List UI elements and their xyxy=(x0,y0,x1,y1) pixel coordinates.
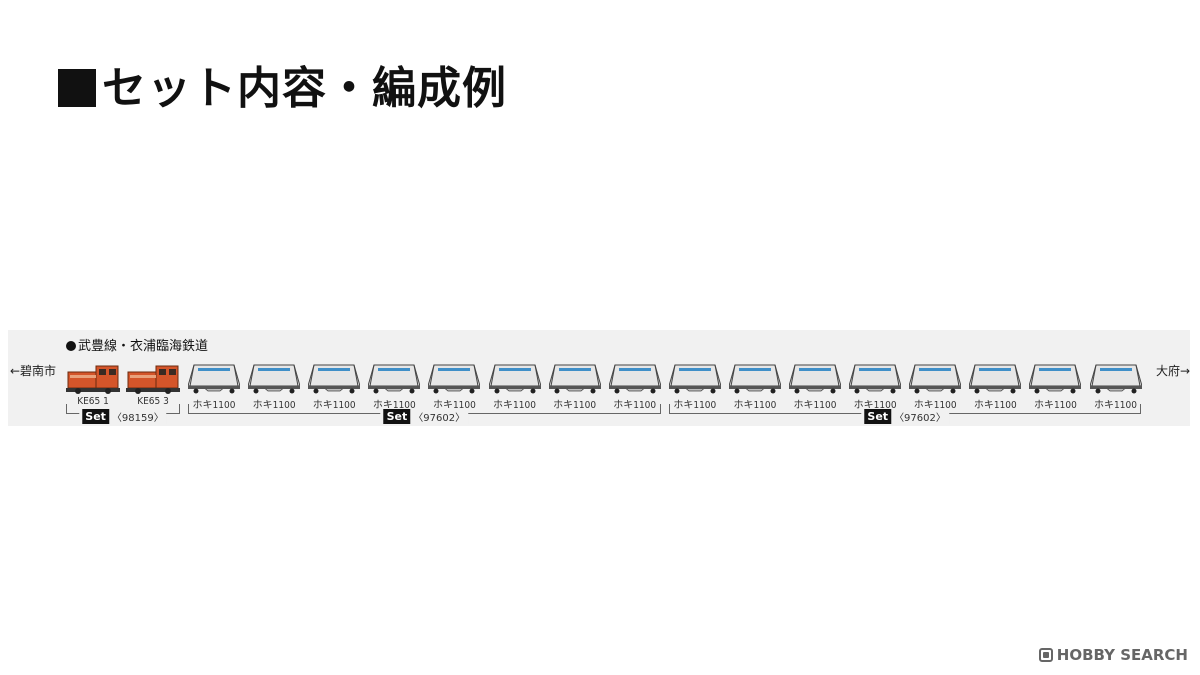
vehicle-label: ホキ1100 xyxy=(1033,400,1077,411)
hopper-car-icon xyxy=(909,360,962,394)
black-square-icon xyxy=(58,69,96,107)
hopper-car-icon xyxy=(188,360,240,394)
vehicle-label: ホキ1100 xyxy=(793,400,837,411)
hopper-car-icon xyxy=(789,360,841,394)
vehicle-label: ホキ1100 xyxy=(553,400,597,411)
vehicle-label: ホキ1100 xyxy=(432,400,476,411)
set-badge: Set xyxy=(82,408,109,424)
hopper-car-icon xyxy=(308,360,361,394)
vehicle-label: KE65 1 xyxy=(77,396,109,407)
set-label: Set〈97602〉 xyxy=(380,408,469,424)
hopper-car-icon xyxy=(849,360,902,394)
hopper-car-icon xyxy=(668,360,721,394)
hopper-car-icon xyxy=(608,360,661,394)
hopper-car-icon xyxy=(1029,360,1082,394)
watermark-text: HOBBY SEARCH xyxy=(1056,646,1188,664)
vehicle-label: ホキ1100 xyxy=(913,400,957,411)
set-product-code: 〈97602〉 xyxy=(894,412,946,424)
vehicle-label: ホキ1100 xyxy=(192,400,236,411)
vehicle-label: ホキ1100 xyxy=(973,400,1017,411)
set-label: Set〈97602〉 xyxy=(861,408,949,424)
page-title: セット内容・編成例 xyxy=(58,52,507,116)
line-name: 武豊線・衣浦臨海鉄道 xyxy=(66,335,208,354)
vehicle-label: ホキ1100 xyxy=(493,400,536,411)
locomotive-icon xyxy=(66,360,120,394)
set-label: Set〈98159〉 xyxy=(79,408,167,424)
hobby-search-logo-icon xyxy=(1038,648,1053,662)
hopper-car-icon xyxy=(248,360,301,394)
vehicle-label: ホキ1100 xyxy=(673,400,717,411)
page-title-text: セット内容・編成例 xyxy=(102,63,507,114)
bullet-icon xyxy=(66,341,76,351)
vehicle-label: ホキ1100 xyxy=(312,400,356,411)
destination-left: ←碧南市 xyxy=(10,364,57,378)
locomotive-icon xyxy=(126,360,180,394)
hopper-car-icon xyxy=(368,360,421,394)
destination-right: 大府→ xyxy=(1156,364,1191,378)
hopper-car-icon xyxy=(548,360,601,394)
vehicle-label: ホキ1100 xyxy=(372,400,416,411)
set-product-code: 〈97602〉 xyxy=(413,412,466,424)
hopper-car-icon xyxy=(1089,360,1142,394)
vehicle-label: ホキ1100 xyxy=(733,400,777,411)
vehicle-label: ホキ1100 xyxy=(853,400,897,411)
hopper-car-icon xyxy=(969,360,1022,394)
set-badge: Set xyxy=(383,408,411,424)
hopper-car-icon xyxy=(428,360,481,394)
vehicle-label: KE65 3 xyxy=(137,396,169,407)
watermark: HOBBY SEARCH xyxy=(1038,646,1188,664)
hopper-car-icon xyxy=(488,360,541,394)
line-name-text: 武豊線・衣浦臨海鉄道 xyxy=(78,339,209,354)
vehicle-label: ホキ1100 xyxy=(252,400,296,411)
hopper-car-icon xyxy=(728,360,781,394)
set-badge: Set xyxy=(864,408,892,424)
set-product-code: 〈98159〉 xyxy=(111,412,164,424)
vehicle-label: ホキ1100 xyxy=(613,400,657,411)
vehicle-label: ホキ1100 xyxy=(1094,400,1137,411)
